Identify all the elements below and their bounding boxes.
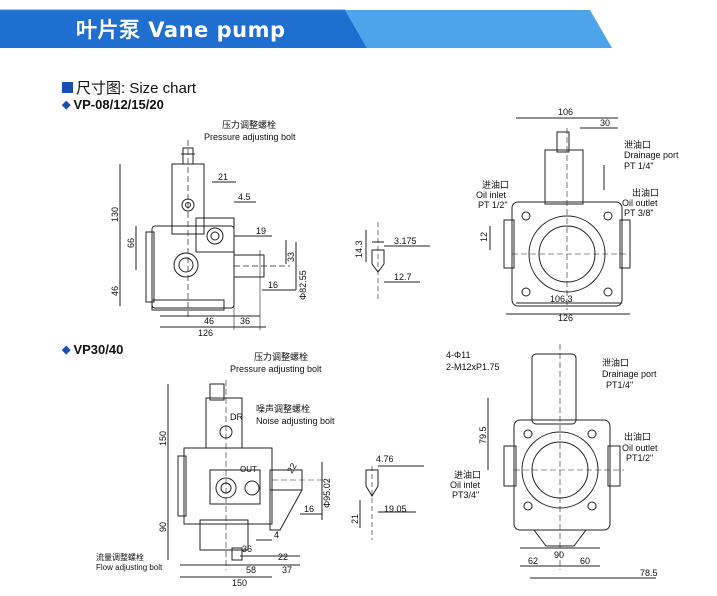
dim-82-55: Φ82.55	[298, 270, 308, 300]
dim-58: 58	[246, 565, 256, 575]
inlet-en-label: Oil inlet	[476, 190, 507, 200]
flow-bolt-cn-label: 流量调整螺栓	[96, 552, 144, 562]
dim-66: 66	[126, 238, 136, 248]
vp30-drain-size: PT1/4"	[606, 380, 633, 390]
vp30-keyway-detail	[359, 465, 424, 540]
dim-46-horizontal: 46	[204, 316, 214, 326]
drain-size-label: PT 1/4"	[624, 161, 654, 171]
thread-label: 2-M12xP1.75	[446, 362, 500, 372]
noise-bolt-cn-label: 噪声调整螺栓	[256, 403, 310, 414]
dim-150-horizontal: 150	[232, 578, 247, 588]
dim-12: 12	[479, 232, 489, 242]
dim-16-vp30: 16	[304, 504, 314, 514]
drain-cn-label: 泄油口	[624, 139, 651, 150]
header-banner	[0, 9, 612, 48]
dim-4: 4	[274, 530, 279, 540]
dim-60: 60	[580, 556, 590, 566]
vp30-inlet-en: Oil inlet	[450, 480, 481, 490]
dim-12-7: 12.7	[394, 272, 412, 282]
vp30-outlet-en: Oil outlet	[622, 443, 658, 453]
dim-4-5: 4.5	[238, 192, 251, 202]
size-chart-label: 尺寸图: Size chart	[76, 80, 197, 97]
out-label: OUT	[240, 465, 257, 474]
drain-en-label: Drainage port	[624, 150, 679, 160]
dr-label: DR	[230, 412, 243, 422]
dim-150-vertical: 150	[158, 431, 168, 446]
square-bullet-icon	[62, 82, 73, 93]
dim-33: 33	[286, 252, 296, 262]
dim-78-5: 78.5	[640, 568, 658, 578]
dim-3-175: 3.175	[394, 236, 417, 246]
inlet-cn-label: 进油口	[482, 179, 509, 190]
outlet-size-label: PT 3/8"	[624, 208, 654, 218]
flow-bolt-en-label: Flow adjusting bolt	[96, 563, 163, 572]
dim-22-bottom: 22	[278, 552, 288, 562]
banner-title: 叶片泵 Vane pump	[76, 18, 286, 42]
banner-main-stripe	[0, 10, 367, 48]
pressure-bolt-cn-label: 压力调整螺栓	[222, 119, 276, 130]
vp30-outlet-size: PT1/2"	[626, 453, 653, 463]
dim-126: 126	[198, 328, 213, 338]
banner-light-stripe	[345, 10, 612, 48]
noise-bolt-en-label: Noise adjusting bolt	[256, 416, 335, 426]
dim-19: 19	[256, 226, 266, 236]
dim-106-3: 106.3	[550, 294, 573, 304]
dim-126-front: 126	[558, 313, 573, 323]
dim-37: 37	[282, 565, 292, 575]
diamond-bullet-icon: ◆	[62, 344, 71, 356]
vp30-inlet-size: PT3/4"	[452, 490, 479, 500]
vp30-front-view	[487, 344, 656, 579]
dim-90-vertical: 90	[158, 522, 168, 532]
vp30-drain-en: Drainage port	[602, 369, 657, 379]
outlet-en-label: Oil outlet	[622, 198, 658, 208]
size-chart-heading: 尺寸图: Size chart	[62, 77, 196, 98]
outlet-cn-label: 出油口	[632, 187, 659, 198]
vp30-side-view	[167, 380, 330, 578]
dim-79-5: 79.5	[478, 426, 488, 444]
vp30-pressure-bolt-cn: 压力调整螺栓	[254, 351, 308, 362]
dim-90-front: 90	[554, 550, 564, 560]
model-label: VP30/40	[73, 342, 124, 357]
dim-14-3: 14.3	[354, 240, 364, 258]
dim-130: 130	[110, 207, 120, 222]
vp30-pressure-bolt-en: Pressure adjusting bolt	[230, 364, 322, 374]
dim-106: 106	[558, 107, 573, 117]
dim-36-vp30: 36	[242, 544, 252, 554]
dim-21-vp30: 21	[350, 514, 360, 524]
vp30-outlet-cn: 出油口	[624, 431, 651, 442]
dim-21: 21	[218, 172, 228, 182]
dim-95-02: Φ95.02	[322, 478, 332, 508]
dim-4-76: 4.76	[376, 454, 394, 464]
pressure-bolt-en-label: Pressure adjusting bolt	[204, 132, 296, 142]
model-heading-vp30: ◆ VP30/40	[62, 342, 123, 357]
holes-label: 4-Φ11	[446, 350, 471, 360]
model-label: VP-08/12/15/20	[73, 97, 164, 112]
dim-22-angled: 22	[285, 461, 299, 475]
dim-62: 62	[528, 556, 538, 566]
model-heading-vp08: ◆ VP-08/12/15/20	[62, 97, 164, 112]
vp08-front-view	[489, 117, 631, 315]
vp30-inlet-cn: 进油口	[454, 469, 481, 480]
vp08-keyway-detail	[365, 222, 430, 300]
dim-36: 36	[240, 316, 250, 326]
diamond-bullet-icon: ◆	[62, 99, 71, 111]
dim-16: 16	[268, 280, 278, 290]
dim-30: 30	[600, 118, 610, 128]
vp30-drain-cn: 泄油口	[602, 357, 629, 368]
dim-46-vertical: 46	[110, 286, 120, 296]
inlet-size-label: PT 1/2"	[478, 200, 508, 210]
vp08-side-view	[119, 140, 297, 330]
dim-19-05: 19.05	[384, 504, 407, 514]
